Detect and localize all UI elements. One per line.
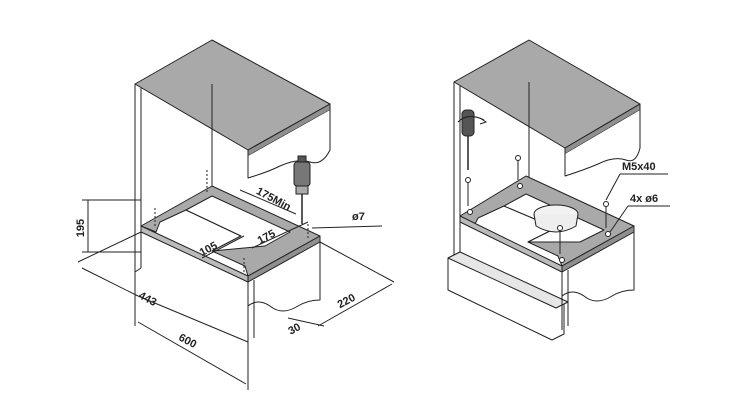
dim-220-ext (319, 241, 395, 283)
screw-1 (465, 177, 471, 206)
dim-175-line (251, 221, 309, 249)
dim-105-label: 105 (198, 240, 220, 259)
hole-marker-3 (559, 257, 565, 263)
dim-220-label: 220 (336, 292, 358, 311)
hole-marker-4 (605, 231, 611, 237)
sink-bowl-body (533, 213, 579, 233)
left-shelf-cutout (185, 195, 291, 252)
dim-600-label: 600 (176, 332, 198, 351)
dim-30-label: 30 (286, 321, 302, 337)
dim-30-line (287, 317, 325, 327)
callout-holes-label: 4x ø6 (630, 193, 658, 205)
dim-443-ext-left (77, 231, 142, 263)
screw-2 (515, 155, 521, 180)
right-front-panel (561, 232, 635, 330)
dim-443-label: 443 (136, 290, 158, 309)
dim-175min-line (239, 189, 297, 215)
dim-600-line (137, 321, 247, 385)
callout-holes-leader (609, 205, 629, 233)
drill-icon (293, 155, 311, 224)
screw-3 (557, 225, 563, 254)
left-side-panel-bottom (134, 267, 142, 273)
dim-195-label: 195 (75, 219, 87, 237)
dim-105-line (201, 235, 245, 259)
screw-4 (603, 201, 609, 228)
dim-220-line (317, 283, 393, 327)
left-cabinet-diagram (77, 39, 395, 390)
right-cabinet-diagram (447, 39, 670, 341)
screwdriver-icon (457, 109, 488, 170)
dim-443-ext (137, 295, 249, 343)
hole-marker-1 (467, 209, 473, 215)
callout-screw-leader (605, 173, 621, 201)
left-front-panel (247, 242, 321, 342)
callout-screw-label: M5x40 (622, 161, 656, 173)
right-top-front-face (564, 110, 641, 177)
dim-hole-leader (311, 225, 383, 229)
dim-hole-label: ø7 (352, 211, 365, 223)
hole-marker-2 (517, 183, 523, 189)
left-top-front-face (247, 110, 331, 179)
dim-443-line (81, 267, 139, 297)
